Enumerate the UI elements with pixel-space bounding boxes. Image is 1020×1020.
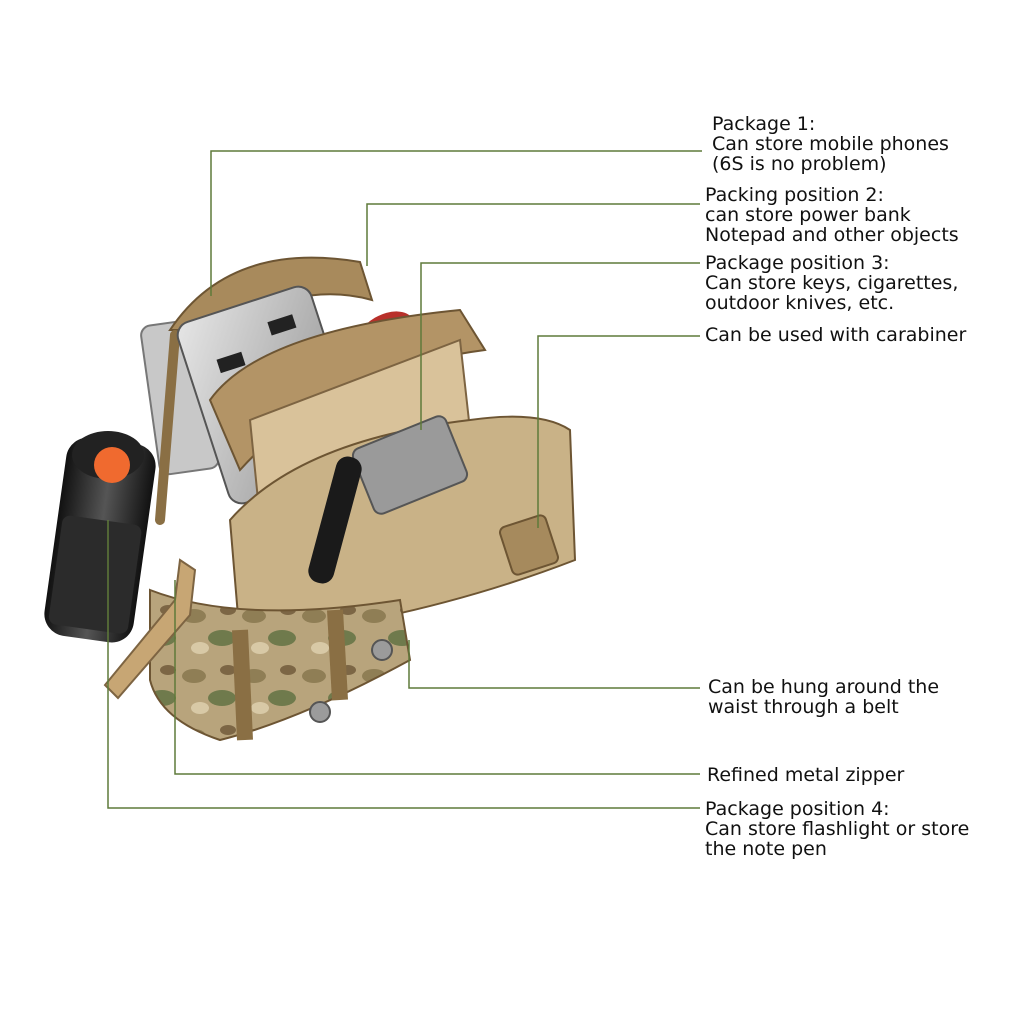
- annotation-belt: Can be hung around the waist through a b…: [708, 677, 939, 717]
- annotation-carabiner: Can be used with carabiner: [705, 325, 966, 345]
- annotation-line: Can be hung around the: [708, 676, 940, 698]
- leader-line-package-4: [107, 520, 700, 809]
- annotation-package-1: Package 1: Can store mobile phones (6S i…: [712, 114, 949, 174]
- annotation-line: waist through a belt: [708, 696, 899, 718]
- flashlight-icon: [44, 431, 156, 643]
- leader-line-package-3: [420, 262, 700, 430]
- annotation-line: Notepad and other objects: [705, 224, 959, 246]
- annotation-line: Package position 3:: [705, 252, 890, 274]
- annotation-line: Can be used with carabiner: [705, 324, 967, 346]
- annotation-line: the note pen: [705, 838, 827, 860]
- annotation-line: can store power bank: [705, 204, 911, 226]
- leader-line-zipper: [174, 580, 700, 775]
- leader-line-package-1: [210, 150, 702, 296]
- annotation-line: Can store keys, cigarettes,: [705, 272, 959, 294]
- annotation-package-4: Package position 4: Can store flashlight…: [705, 799, 969, 859]
- leader-line-carabiner: [537, 335, 700, 528]
- leader-line-belt: [408, 640, 700, 689]
- pen-icon: [308, 456, 362, 584]
- annotation-line: Packing position 2:: [705, 184, 884, 206]
- annotation-package-2: Packing position 2: can store power bank…: [705, 185, 959, 245]
- annotation-line: Can store flashlight or store: [705, 818, 970, 840]
- annotation-zipper: Refined metal zipper: [707, 765, 904, 785]
- annotation-line: Package 1:: [712, 113, 816, 135]
- annotation-line: outdoor knives, etc.: [705, 292, 895, 314]
- annotation-line: Package position 4:: [705, 798, 890, 820]
- annotation-line: (6S is no problem): [712, 153, 887, 175]
- annotation-line: Refined metal zipper: [707, 764, 905, 786]
- annotation-line: Can store mobile phones: [712, 133, 949, 155]
- leader-line-package-2: [366, 203, 700, 266]
- annotation-package-3: Package position 3: Can store keys, ciga…: [705, 253, 958, 313]
